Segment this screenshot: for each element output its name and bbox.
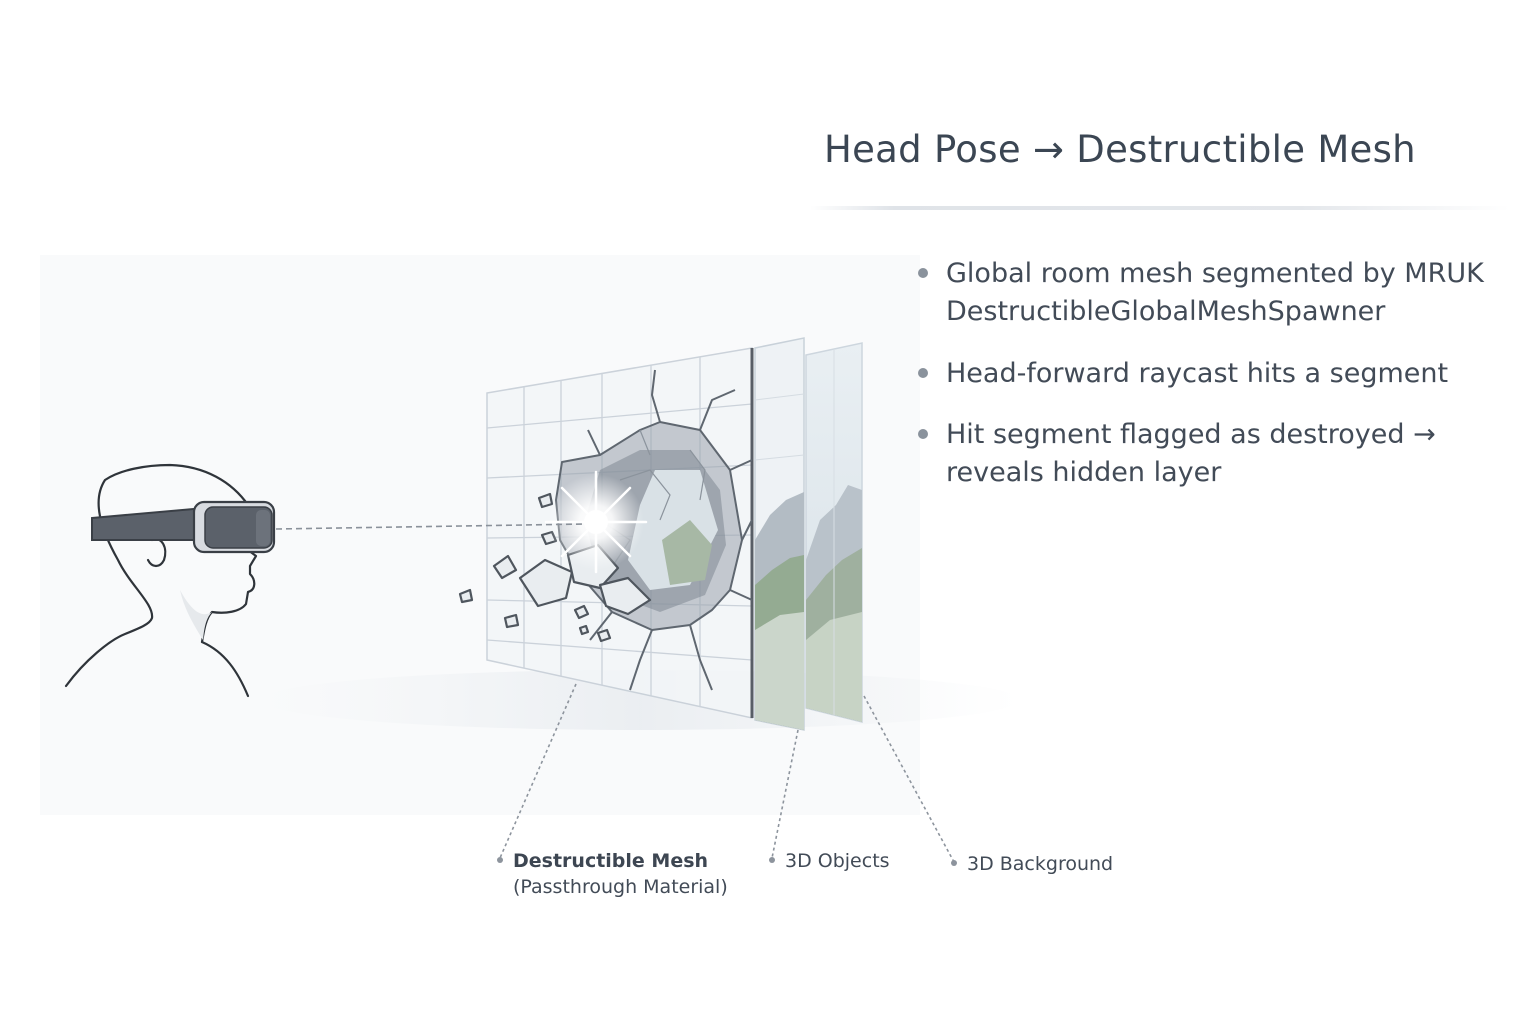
callout-3d-background: 3D Background [967,853,1113,875]
callout-dot [769,857,775,863]
bullet-line: Hit segment flagged as destroyed → [946,416,1518,454]
bullet-item: Global room mesh segmented by MRUK Destr… [918,255,1518,331]
callout-mesh-name: Destructible Mesh [513,848,728,874]
bullet-list: Global room mesh segmented by MRUK Destr… [918,255,1518,492]
bullet-item: Head-forward raycast hits a segment [918,355,1518,393]
title-divider [810,206,1510,210]
callout-mesh-material: (Passthrough Material) [513,874,728,900]
bullet-line: DestructibleGlobalMeshSpawner [946,293,1518,331]
callout-dot [497,857,503,863]
page-title: Head Pose → Destructible Mesh [824,128,1416,171]
bullet-line: Head-forward raycast hits a segment [946,355,1518,393]
callout-dot [951,860,957,866]
objects-layer [755,338,804,730]
bullet-line: Global room mesh segmented by MRUK [946,255,1518,293]
bullet-line: reveals hidden layer [946,454,1518,492]
callout-destructible-mesh: Destructible Mesh (Passthrough Material) [513,848,728,900]
callout-3d-objects: 3D Objects [785,850,890,872]
background-layer [806,343,862,722]
bullet-item: Hit segment flagged as destroyed → revea… [918,416,1518,492]
